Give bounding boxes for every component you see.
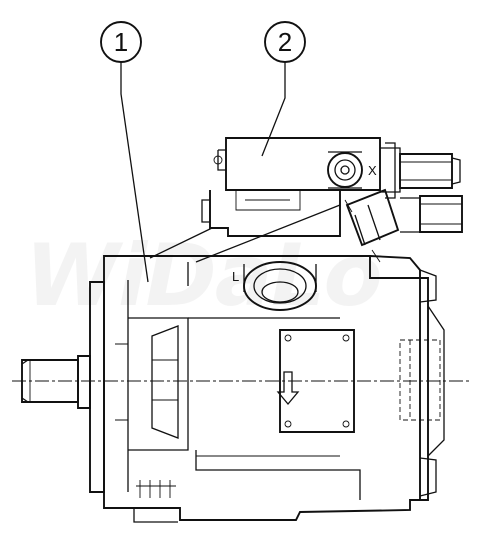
pump-housing (12, 255, 470, 523)
port-label-X: X (368, 163, 377, 178)
callout-2-label: 2 (278, 27, 292, 57)
watermark: WiDaLo (25, 226, 381, 326)
callout-1-label: 1 (114, 27, 128, 57)
port-label-L: L (232, 269, 239, 284)
control-valve (149, 137, 463, 263)
callout-1: 1 (100, 21, 149, 283)
callout-2: 2 (261, 21, 306, 157)
